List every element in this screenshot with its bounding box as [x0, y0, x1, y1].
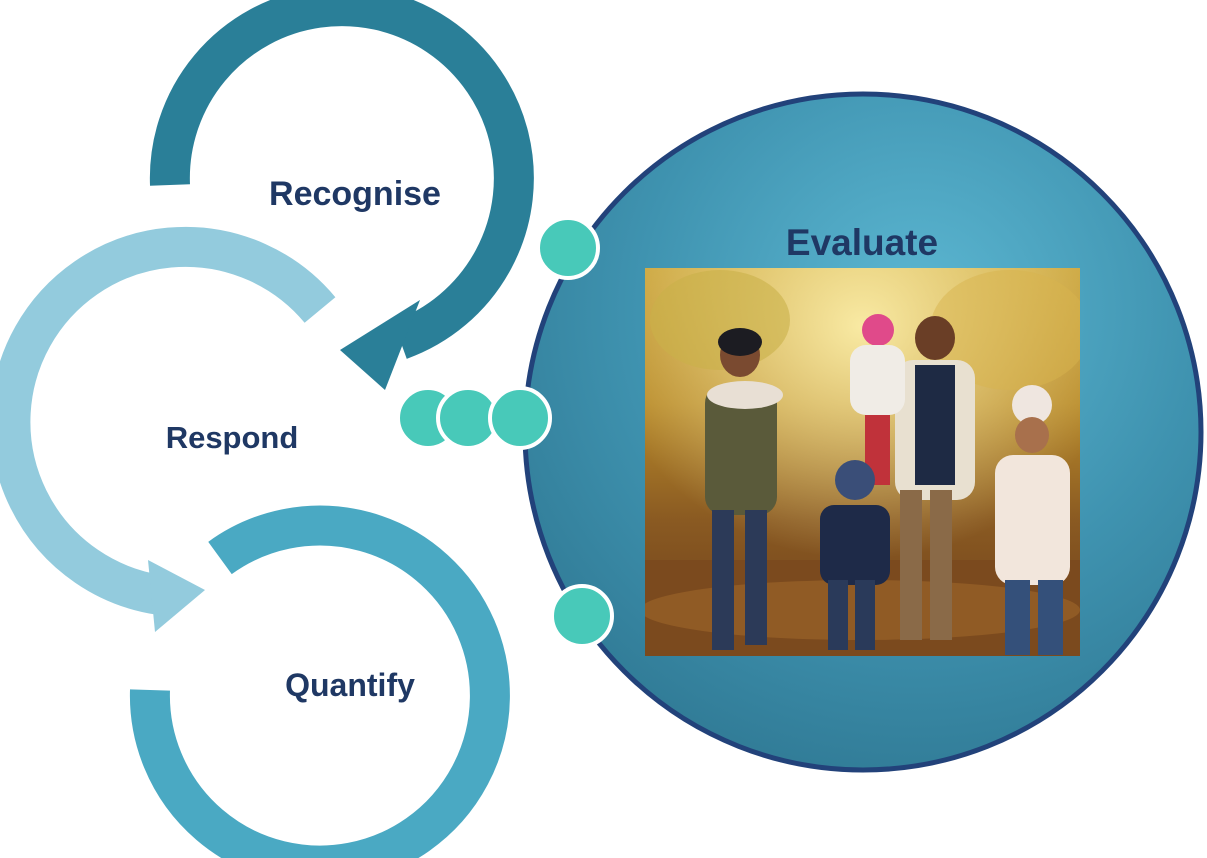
recognise-arrow [149, 0, 534, 390]
respond-arrow [0, 226, 336, 632]
connector-dot-top [536, 216, 600, 280]
connector-dot-left-3 [488, 386, 552, 450]
family-photo [645, 268, 1080, 656]
connector-dot-bottom [550, 584, 614, 648]
quantify-label: Quantify [285, 667, 415, 703]
recognise-label: Recognise [269, 175, 441, 213]
evaluate-label: Evaluate [786, 222, 938, 263]
respond-label: Respond [166, 420, 299, 455]
connector-dots [396, 216, 614, 648]
quantify-ring [129, 505, 510, 858]
